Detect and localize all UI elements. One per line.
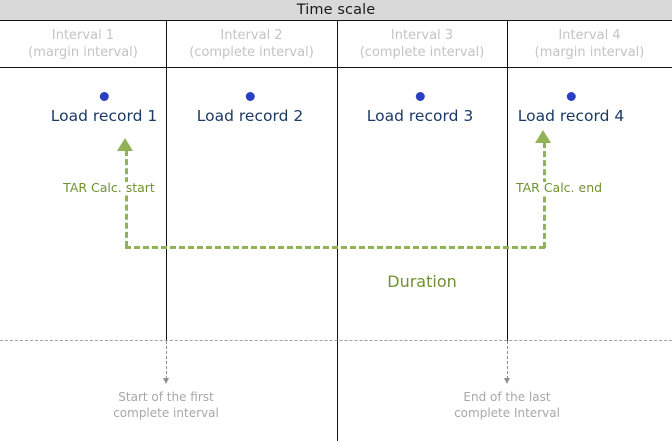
- interval-1-name: Interval 1: [51, 28, 115, 43]
- load-record-3-label: Load record 3: [366, 107, 474, 125]
- load-record-dot-icon: [566, 92, 576, 101]
- end-callout-note-line2: complete Interval: [454, 406, 560, 420]
- load-record-2-label: Load record 2: [196, 107, 304, 125]
- load-record-2: Load record 2: [197, 92, 303, 125]
- header-divider-2: [337, 21, 338, 68]
- interval-2-subtitle: (complete interval): [189, 45, 314, 60]
- interval-divider-center: [337, 68, 338, 441]
- load-record-4-label: Load record 4: [517, 107, 625, 125]
- start-callout-note-line1: Start of the first: [118, 390, 214, 404]
- interval-4-name: Interval 4: [558, 28, 621, 43]
- load-record-dot-icon: [99, 92, 109, 101]
- load-record-dot-icon: [245, 92, 255, 101]
- title-band: Time scale: [0, 0, 672, 20]
- tar-calc-start-label: TAR Calc. start: [60, 181, 158, 195]
- header-divider-1: [166, 21, 167, 68]
- load-record-3: Load record 3: [367, 92, 473, 125]
- interval-2-name: Interval 2: [220, 28, 283, 43]
- interval-header-row: Interval 1 (margin interval) Interval 2 …: [0, 20, 672, 68]
- interval-cell-3: Interval 3 (complete interval): [337, 21, 507, 67]
- load-record-1: Load record 1: [51, 92, 157, 125]
- end-callout-line: [507, 341, 508, 379]
- interval-4-subtitle: (margin interval): [534, 45, 645, 60]
- interval-divider-3: [507, 68, 508, 341]
- interval-3-name: Interval 3: [390, 28, 454, 43]
- tar-calc-end-label: TAR Calc. end: [512, 181, 606, 195]
- duration-span-line: [125, 246, 545, 249]
- interval-divider-1: [166, 68, 167, 341]
- interval-cell-2: Interval 2 (complete interval): [166, 21, 337, 67]
- tar-end-arrowhead-icon: [535, 130, 551, 143]
- load-record-4: Load record 4: [518, 92, 624, 125]
- end-callout-note-line1: End of the last: [463, 390, 551, 404]
- interval-1-subtitle: (margin interval): [28, 45, 138, 60]
- tar-start-arrowhead-icon: [117, 138, 133, 151]
- load-record-dot-icon: [415, 92, 425, 101]
- tar-start-riser: [125, 150, 128, 247]
- end-callout-note: End of the last complete Interval: [454, 389, 560, 421]
- page-title: Time scale: [296, 1, 376, 18]
- start-callout-arrowhead-icon: [163, 378, 169, 384]
- interval-3-subtitle: (complete interval): [359, 45, 485, 60]
- tar-end-riser: [543, 142, 546, 248]
- duration-label: Duration: [387, 272, 457, 291]
- load-record-1-label: Load record 1: [50, 107, 158, 125]
- bottom-dotted-rule: [0, 340, 672, 341]
- start-callout-note-line2: complete interval: [113, 406, 219, 420]
- interval-cell-1: Interval 1 (margin interval): [0, 21, 166, 67]
- start-callout-note: Start of the first complete interval: [113, 389, 219, 421]
- start-callout-line: [166, 341, 167, 379]
- header-divider-3: [507, 21, 508, 68]
- end-callout-arrowhead-icon: [504, 378, 510, 384]
- interval-cell-4: Interval 4 (margin interval): [507, 21, 672, 67]
